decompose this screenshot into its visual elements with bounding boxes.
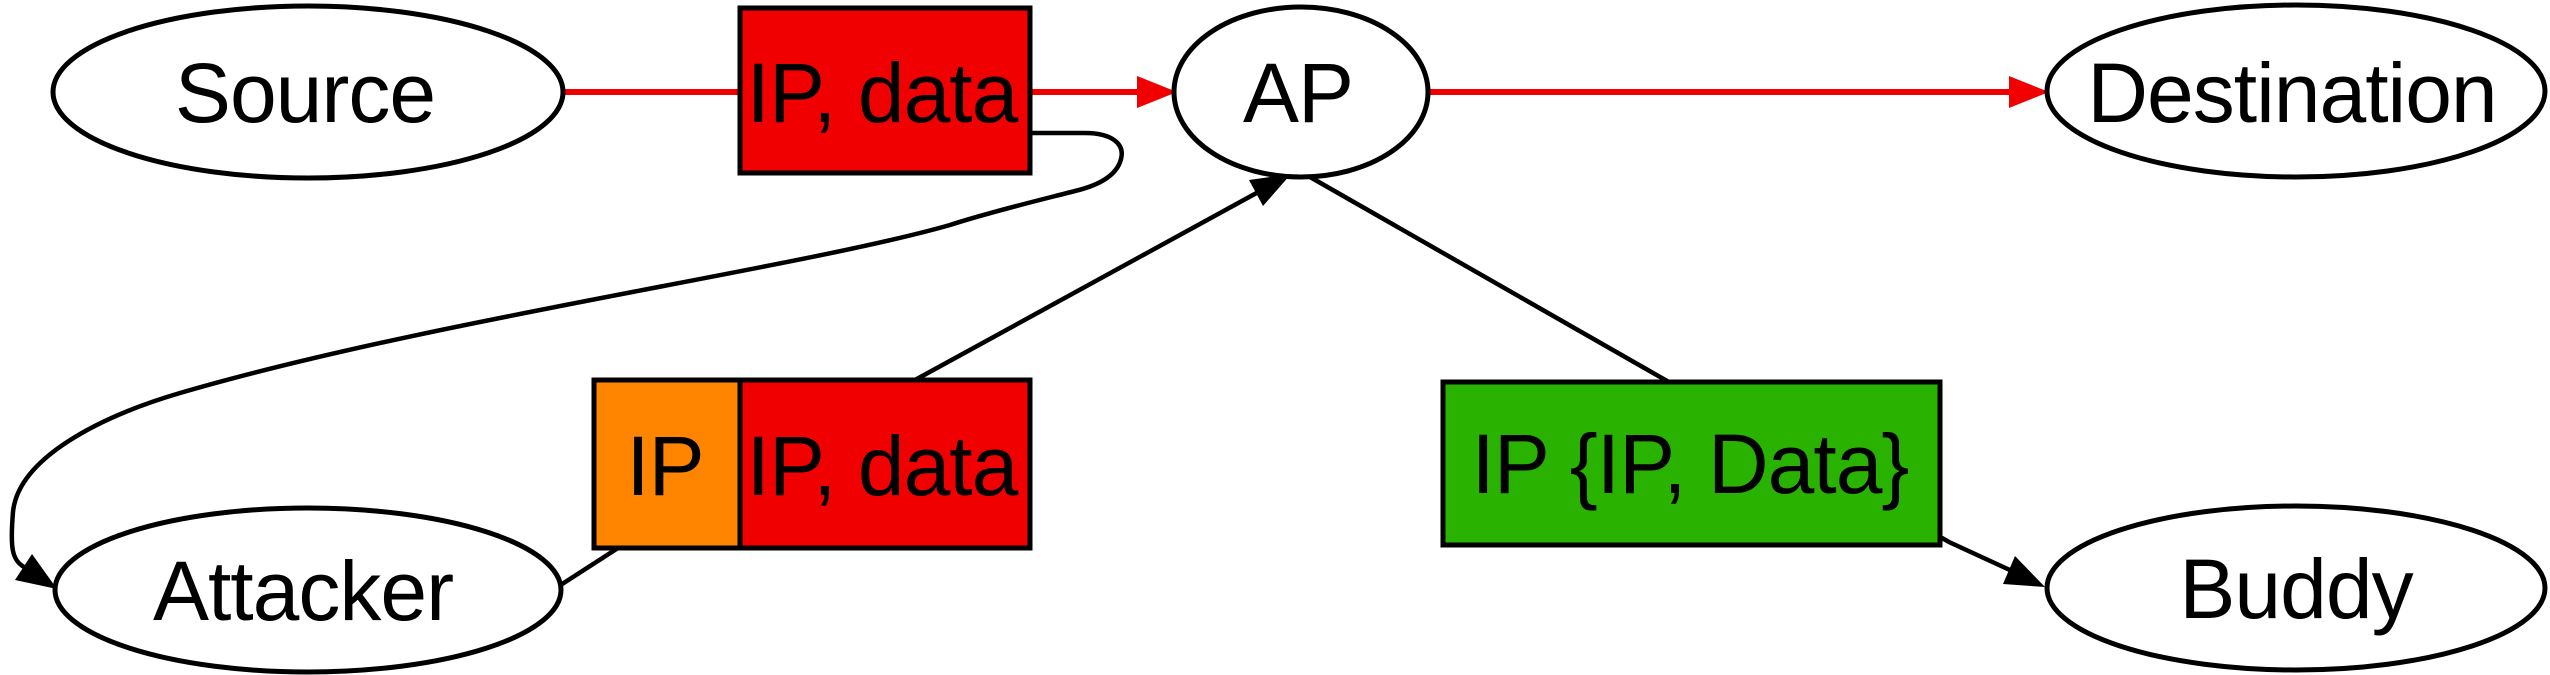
arrowhead-into-ap-bottom xyxy=(1249,174,1291,206)
packet-box-spoofed-ip xyxy=(591,377,743,551)
packet-box-original xyxy=(737,5,1033,176)
packet-box-tunneled xyxy=(1440,379,1943,548)
arrowhead-into-destination xyxy=(2009,76,2049,108)
arrowhead-into-ap xyxy=(1137,76,1177,108)
ap-node-label: AP xyxy=(1242,46,1354,140)
node-ap xyxy=(1171,4,1431,180)
spoofed-ip-label: IP xyxy=(626,419,704,513)
edge-attacker-to-packet xyxy=(554,546,620,590)
packet-box-replayed xyxy=(737,377,1033,551)
attacker-node-label: Attacker xyxy=(152,544,454,638)
replayed-packet-label: IP, data xyxy=(746,419,1019,513)
node-source xyxy=(50,3,566,181)
node-buddy xyxy=(2044,503,2548,673)
source-node-label: Source xyxy=(174,46,436,140)
node-attacker xyxy=(52,505,564,675)
arrowhead-into-buddy xyxy=(2003,556,2045,587)
arrowhead-into-attacker xyxy=(15,554,57,589)
edge-sniff-to-attacker xyxy=(9,130,1124,569)
edge-packet-to-ap-replay xyxy=(913,188,1264,382)
node-destination xyxy=(2044,2,2548,180)
destination-node-label: Destination xyxy=(2087,46,2497,140)
tunneled-packet-label: IP {IP, Data} xyxy=(1471,417,1910,511)
edge-ap-to-buddy xyxy=(1308,175,2013,574)
buddy-node-label: Buddy xyxy=(2179,542,2413,636)
original-packet-label: IP, data xyxy=(746,46,1019,140)
